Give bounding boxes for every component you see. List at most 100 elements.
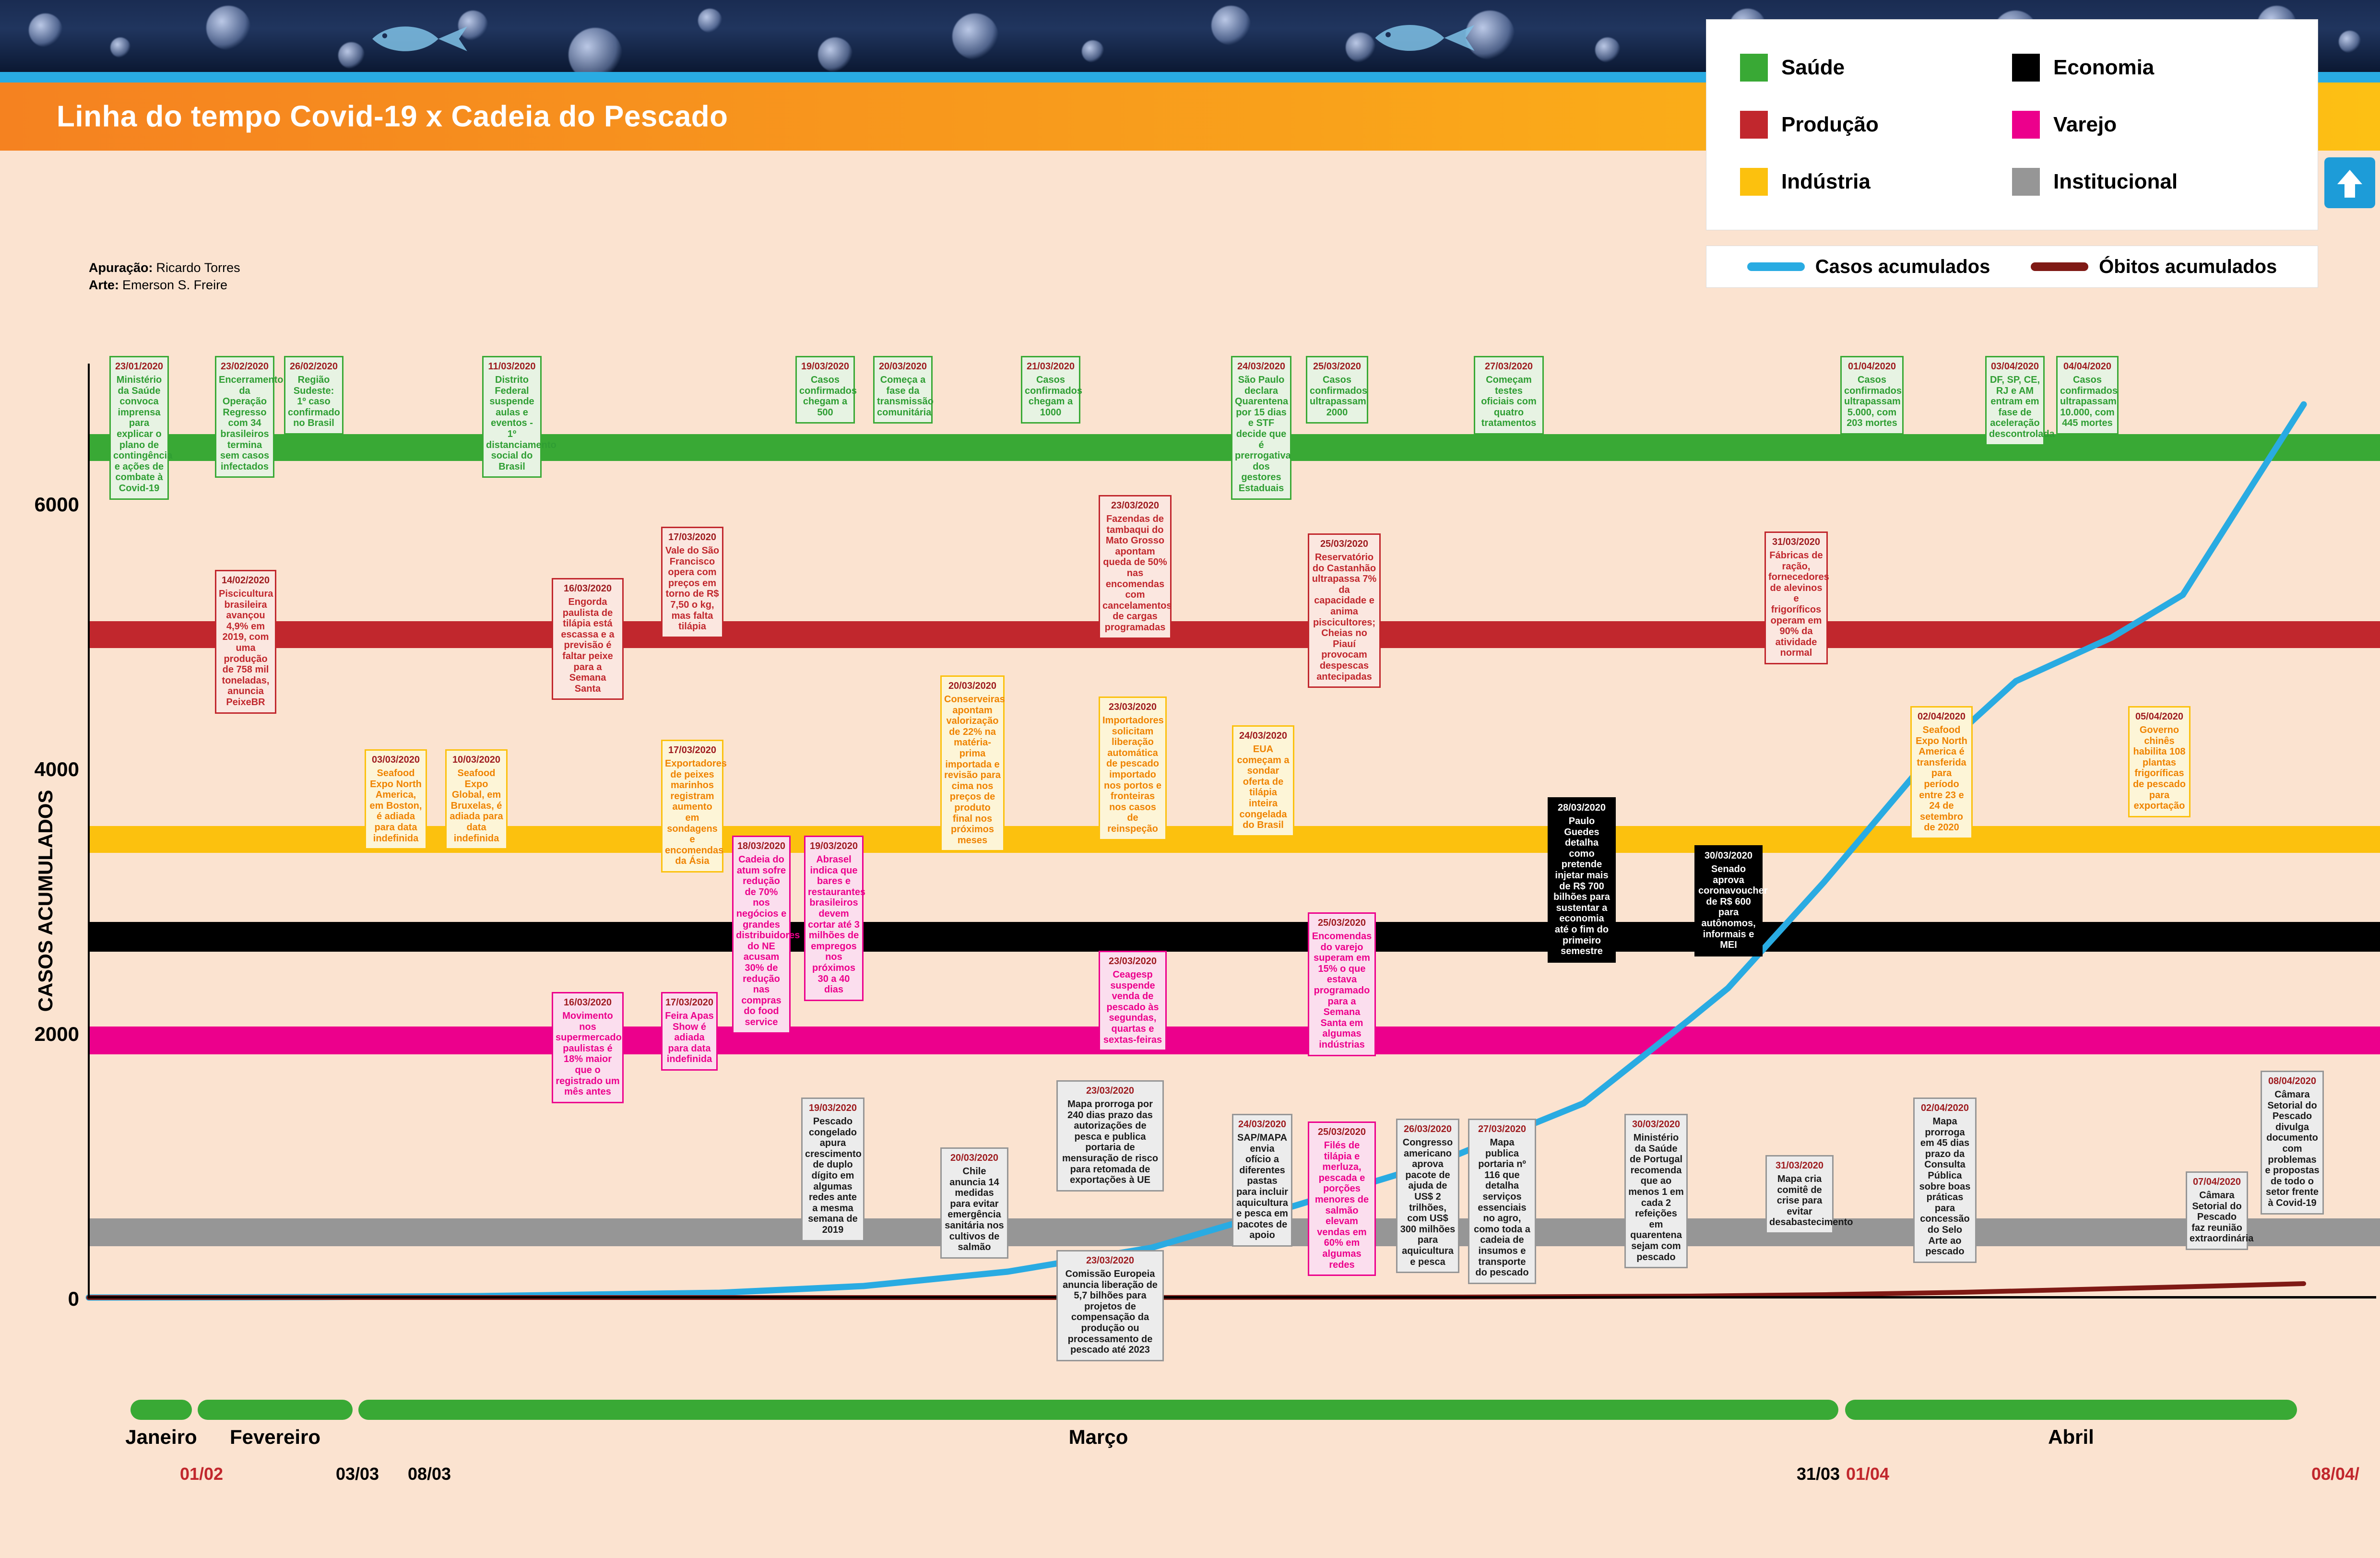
event-text: Câmara Setorial do Pescado faz reunião e… [2190, 1190, 2254, 1244]
fish-icon [1375, 25, 1475, 51]
event-date: 25/03/2020 [1320, 539, 1369, 549]
legend-item-producao: Produção [1740, 111, 2012, 139]
event-date: 31/03/2020 [1775, 1160, 1824, 1171]
virus-icon [1082, 40, 1104, 62]
credit-value: Emerson S. Freire [122, 278, 228, 293]
legend-item-varejo: Varejo [2012, 111, 2284, 139]
legend-item-saude: Saúde [1740, 54, 2012, 82]
event-text: Seafood Expo North America é transferida… [1916, 725, 1967, 833]
event-date: 31/03/2020 [1772, 537, 1821, 547]
scroll-top-button[interactable] [2324, 157, 2375, 208]
event-date: 20/03/2020 [948, 681, 997, 691]
event-date: 18/03/2020 [737, 841, 786, 851]
date-tick-0102: 01/02 [179, 1464, 224, 1484]
virus-icon [2339, 31, 2361, 53]
event-date: 23/03/2020 [1111, 500, 1160, 511]
event-text: Começa a fase da transmissão comunitária [877, 375, 934, 418]
event-date: 23/02/2020 [220, 361, 269, 372]
event-date: 17/03/2020 [668, 532, 717, 543]
event-text: Encerramento da Operação Regresso com 34… [219, 375, 284, 472]
event-date: 02/04/2020 [1917, 711, 1966, 722]
event-date: 26/02/2020 [289, 361, 338, 372]
legend-item-casos: Casos acumulados [1747, 256, 1990, 278]
event-text: Abrasel indica que bares e restaurantes … [808, 854, 866, 995]
event-date: 23/01/2020 [115, 361, 164, 372]
event-date: 27/03/2020 [1484, 361, 1533, 372]
date-tick-3103: 31/03 [1796, 1464, 1840, 1484]
legend-label: Indústria [1781, 170, 1871, 193]
credit-apuracao: Apuração:Ricardo Torres [89, 259, 240, 276]
event-date: 19/03/2020 [808, 1103, 857, 1113]
credit-arte: Arte:Emerson S. Freire [89, 276, 240, 294]
event-date: 21/03/2020 [1026, 361, 1075, 372]
event-text: Mapa prorroga em 45 dias prazo da Consul… [1919, 1116, 1971, 1257]
y-tick-6000: 6000 [34, 493, 79, 516]
event-date: 30/03/2020 [1704, 850, 1753, 861]
virus-icon [698, 9, 722, 33]
event-date: 24/03/2020 [1238, 1119, 1287, 1130]
page-title: Linha do tempo Covid-19 x Cadeia do Pesc… [57, 100, 728, 133]
event-text: Começam testes oficiais com quatro trata… [1481, 375, 1537, 429]
event-text: Câmara Setorial do Pescado divulga docum… [2265, 1089, 2320, 1208]
event-text: Mapa cria comitê de crise para evitar de… [1769, 1174, 1853, 1228]
event-date: 23/03/2020 [1086, 1086, 1135, 1096]
virus-icon [29, 13, 62, 47]
event-date: 03/03/2020 [371, 755, 420, 765]
event-date: 20/03/2020 [878, 361, 927, 372]
event-text: Paulo Guedes detalha como pretende injet… [1553, 816, 1610, 957]
legend-label: Economia [2053, 56, 2155, 79]
saude-swatch [1740, 54, 1768, 82]
event-date: 02/04/2020 [1920, 1103, 1969, 1113]
arrow-up-icon [2337, 170, 2362, 198]
event-date: 24/03/2020 [1239, 731, 1288, 741]
event-text: Região Sudeste: 1º caso confirmado no Br… [288, 375, 340, 429]
event-text: Distrito Federal suspende aulas e evento… [486, 375, 557, 472]
event-text: Engorda paulista de tilápia está escassa… [561, 597, 615, 694]
y-tick-4000: 4000 [34, 758, 79, 780]
event-date: 16/03/2020 [563, 997, 612, 1008]
institucional-swatch [2012, 168, 2040, 196]
event-text: Governo chinês habilita 108 plantas frig… [2132, 725, 2186, 812]
event-date: 11/03/2020 [488, 361, 536, 372]
event-text: Casos confirmados chegam a 1000 [1025, 375, 1083, 418]
event-text: Importadores solicitam liberação automát… [1102, 715, 1164, 834]
event-text: EUA começam a sondar oferta de tilápia i… [1237, 744, 1290, 831]
legend-label: Óbitos acumulados [2099, 256, 2277, 277]
event-text: Reservatório do Castanhão ultrapassa 7% … [1312, 552, 1377, 682]
date-tick-0803: 08/03 [407, 1464, 451, 1484]
event-text: Pescado congelado apura crescimento de d… [805, 1116, 862, 1235]
virus-icon [338, 42, 365, 69]
month-label-marco: Março [1068, 1426, 1128, 1448]
event-text: Piscicultura brasileira avançou 4,9% em … [219, 589, 273, 708]
varejo-swatch [2012, 111, 2040, 139]
date-tick-0303: 03/03 [335, 1464, 379, 1484]
event-date: 23/03/2020 [1108, 956, 1157, 967]
month-label-janeiro: Janeiro [125, 1426, 197, 1448]
virus-icon [952, 13, 998, 59]
event-date: 01/04/2020 [1847, 361, 1896, 372]
